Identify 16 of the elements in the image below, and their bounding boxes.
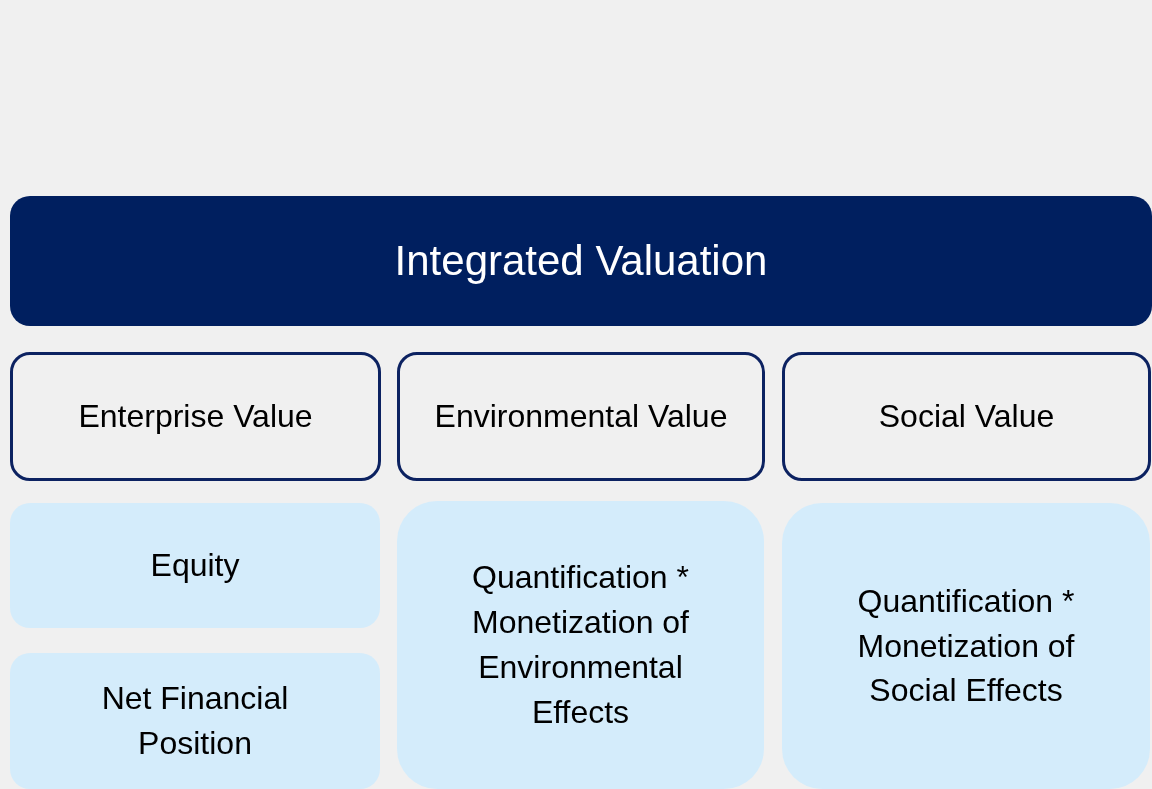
component-box <box>10 503 380 628</box>
component-box <box>397 501 764 789</box>
box-label: Quantification * Monetization of Environmental Effects <box>471 558 690 732</box>
box-label: Net Financial Position <box>100 679 290 763</box>
category-box <box>10 352 381 481</box>
category-box <box>397 352 765 481</box>
component-box <box>10 653 380 789</box>
component-box <box>782 503 1150 789</box>
box-label: Equity <box>150 546 240 586</box>
header-banner <box>10 196 1152 326</box>
box-label: Social Value <box>878 397 1055 437</box>
box-label: Integrated Valuation <box>394 235 768 286</box>
box-label: Environmental Value <box>434 397 728 437</box>
category-box <box>782 352 1151 481</box>
box-label: Quantification * Monetization of Social Effects <box>856 581 1076 711</box>
box-label: Enterprise Value <box>78 397 313 437</box>
